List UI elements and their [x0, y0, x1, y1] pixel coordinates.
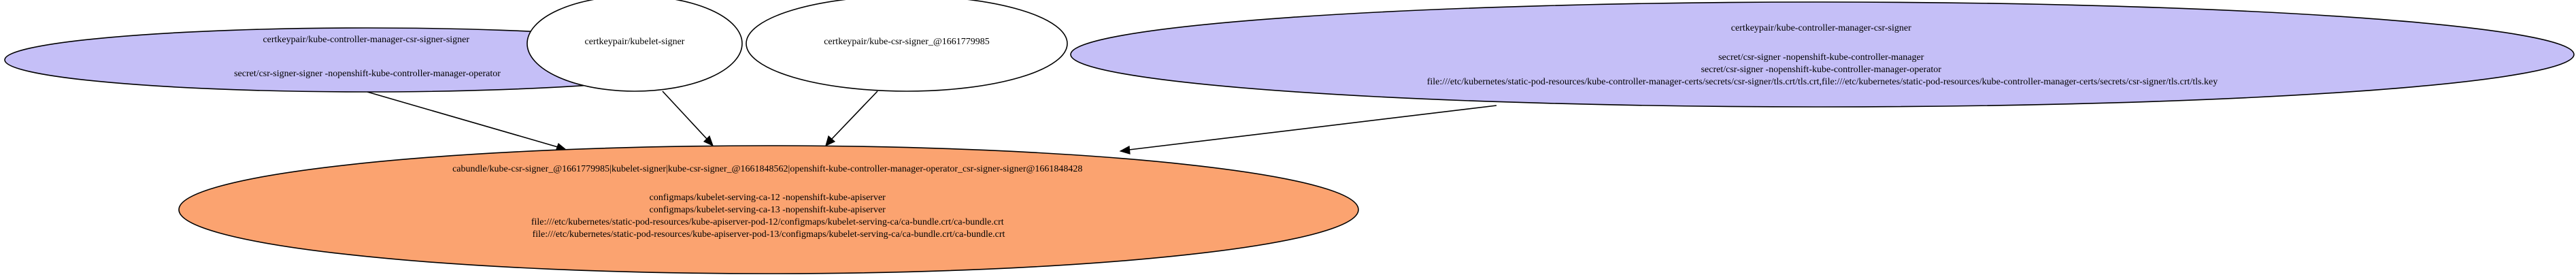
node-ellipse [1070, 1, 2575, 108]
arrowhead-icon [1119, 146, 1131, 155]
node-label-line: file:///etc/kubernetes/static-pod-resour… [533, 229, 1005, 240]
arrowhead-icon [825, 135, 836, 147]
node-label: certkeypair/kube-controller-manager-csr-… [234, 35, 501, 79]
node-ellipse [178, 145, 1359, 274]
node-label: certkeypair/kubelet-signer [585, 37, 685, 47]
node-ca-bundle: cabundle/kube-csr-signer_@1661779985|kub… [178, 145, 1359, 274]
edge-kube-csr-signer-to-ca-bundle [831, 91, 878, 140]
node-label-line: secret/csr-signer-signer -nopenshift-kub… [234, 69, 501, 79]
node-ellipse [746, 0, 1068, 92]
node-label-line: secret/csr-signer -nopenshift-kube-contr… [1718, 52, 1924, 63]
node-label-line: configmaps/kubelet-serving-ca-13 -nopens… [650, 205, 886, 215]
edge-csr-signer-signer-to-ca-bundle [367, 91, 558, 148]
node-label: certkeypair/kube-csr-signer_@1661779985 [824, 37, 990, 47]
node-kube-csr-signer: certkeypair/kube-csr-signer_@1661779985 [746, 0, 1068, 92]
node-label-line: file:///etc/kubernetes/static-pod-resour… [1427, 77, 2218, 87]
node-kubelet-signer: certkeypair/kubelet-signer [526, 0, 743, 92]
edges [367, 91, 1497, 155]
node-label-line: configmaps/kubelet-serving-ca-12 -nopens… [650, 193, 886, 203]
edge-csr-signer-to-ca-bundle [1128, 105, 1497, 150]
node-label-line: certkeypair/kube-csr-signer_@1661779985 [824, 37, 990, 47]
node-label-line: cabundle/kube-csr-signer_@1661779985|kub… [452, 164, 1082, 174]
node-label-line: certkeypair/kube-controller-manager-csr-… [263, 35, 469, 45]
arrowhead-icon [703, 135, 714, 147]
node-label-line: certkeypair/kube-controller-manager-csr-… [1731, 23, 1911, 33]
node-label-line: certkeypair/kubelet-signer [585, 37, 685, 47]
node-ellipse [526, 0, 743, 92]
node-label: cabundle/kube-csr-signer_@1661779985|kub… [452, 164, 1085, 240]
node-csr-signer: certkeypair/kube-controller-manager-csr-… [1070, 1, 2575, 108]
node-label-line: file:///etc/kubernetes/static-pod-resour… [531, 217, 1004, 227]
node-label: certkeypair/kube-controller-manager-csr-… [1427, 23, 2218, 87]
edge-kubelet-signer-to-ca-bundle [662, 91, 708, 140]
node-label-line: secret/csr-signer -nopenshift-kube-contr… [1701, 65, 1942, 75]
